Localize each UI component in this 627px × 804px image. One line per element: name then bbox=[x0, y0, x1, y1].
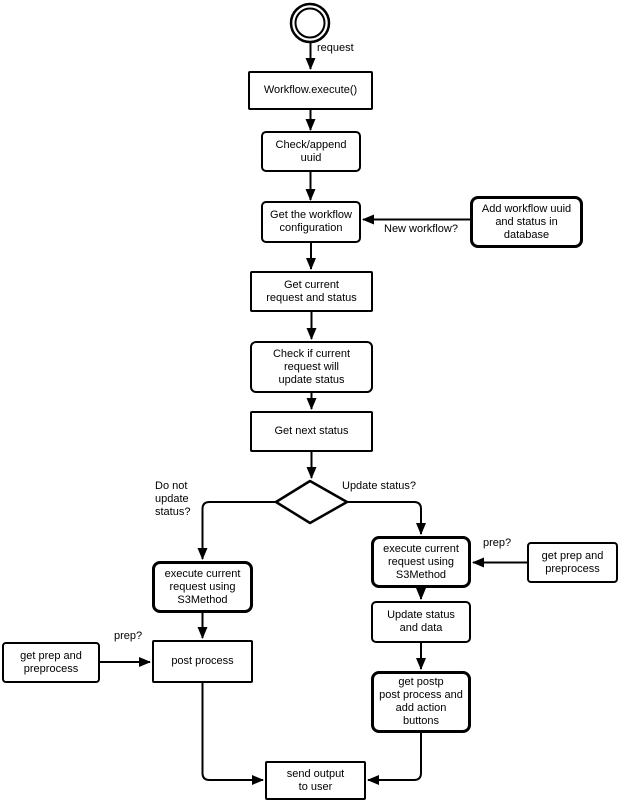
edge-label-new-workflow: New workflow? bbox=[384, 223, 458, 235]
node-post-process: post process bbox=[152, 640, 253, 683]
node-get-prep-right: get prep and preprocess bbox=[527, 542, 618, 583]
node-execute-current-right: execute current request using S3Method bbox=[371, 536, 471, 588]
edge-postprocess-to-sendoutput bbox=[201, 683, 264, 785]
edge-label-update-status: Update status? bbox=[342, 480, 416, 492]
node-get-postp: get postp post process and add action bu… bbox=[371, 671, 471, 733]
edge-decision-to-execute-left bbox=[197, 501, 276, 560]
node-add-workflow-uuid: Add workflow uuid and status in database bbox=[470, 196, 583, 248]
decision-diamond bbox=[274, 479, 349, 525]
edge-label-do-not-update-status: Do not update status? bbox=[155, 480, 191, 518]
node-get-prep-left: get prep and preprocess bbox=[2, 642, 100, 683]
edge-decision-to-execute-right bbox=[347, 501, 426, 535]
node-check-current-updates: Check if current request will update sta… bbox=[250, 341, 373, 393]
edge-label-request: request bbox=[317, 42, 354, 54]
start-node-outer-circle bbox=[289, 2, 331, 44]
node-execute-current-left: execute current request using S3Method bbox=[152, 561, 253, 613]
edge-getpostp-to-sendoutput bbox=[367, 733, 422, 785]
node-get-current-request: Get current request and status bbox=[250, 271, 373, 312]
node-get-next-status: Get next status bbox=[250, 411, 373, 452]
edge-label-prep-left: prep? bbox=[114, 630, 143, 642]
node-update-status-data: Update status and data bbox=[371, 601, 471, 643]
start-node-inner-circle bbox=[294, 7, 326, 39]
node-send-output: send output to user bbox=[265, 761, 366, 800]
node-get-workflow-configuration: Get the workflow configuration bbox=[261, 201, 361, 243]
node-workflow-execute: Workflow.execute() bbox=[248, 71, 373, 110]
node-check-append-uuid: Check/append uuid bbox=[261, 131, 361, 172]
edge-label-prep-right: prep? bbox=[483, 537, 512, 549]
